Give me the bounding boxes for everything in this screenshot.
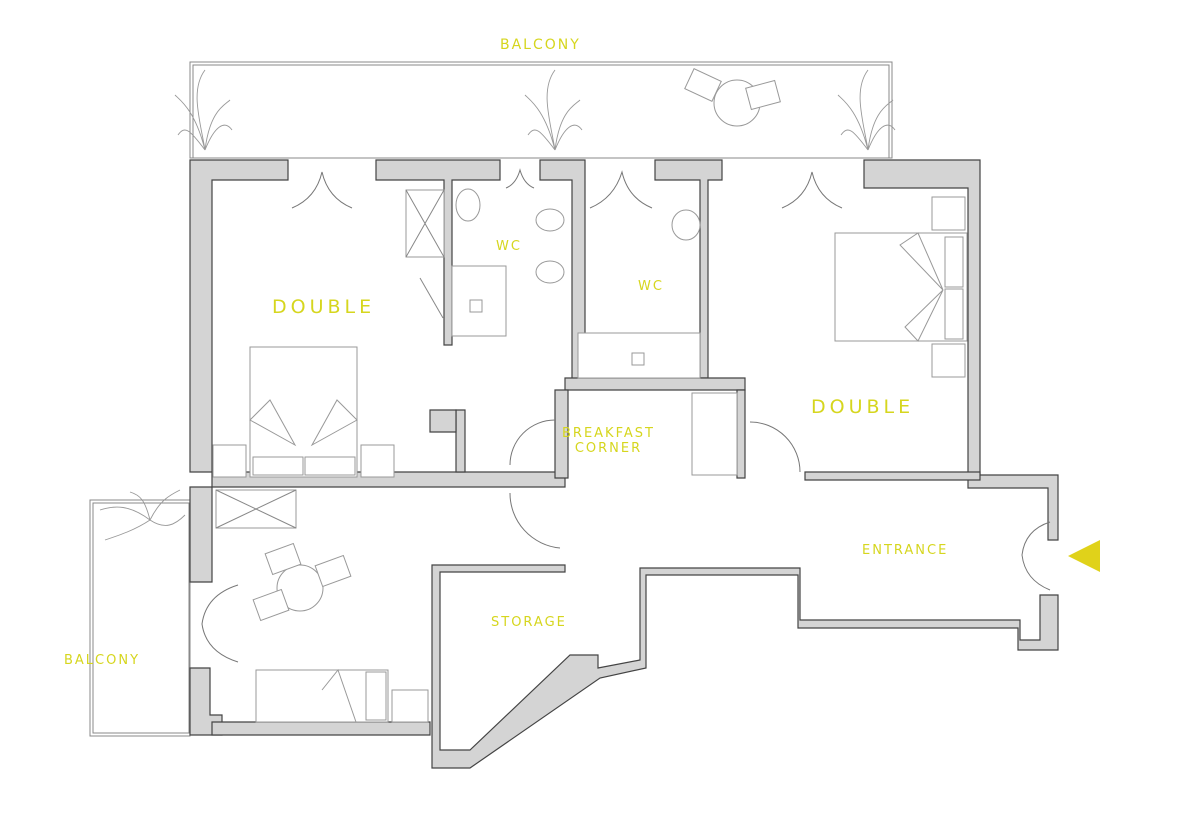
bed-icon <box>834 196 968 378</box>
balcony-top-outline <box>189 61 893 159</box>
room-label-entrance: ENTRANCE <box>862 543 949 558</box>
room-label-wc-left: WC <box>496 239 522 254</box>
room-label-breakfast-corner: BREAKFAST CORNER <box>562 426 655 456</box>
entrance-door <box>1021 521 1051 591</box>
room-label-balcony-top: BALCONY <box>500 37 581 53</box>
room-label-storage: STORAGE <box>491 615 567 630</box>
plant-icon <box>524 69 583 151</box>
plant-icon <box>837 69 896 151</box>
bed-icon <box>212 346 395 478</box>
room-label-double-right: DOUBLE <box>811 396 915 418</box>
room-label-balcony-left: BALCONY <box>64 653 141 668</box>
table-chairs-icon <box>252 68 781 622</box>
plant-icon <box>99 489 186 541</box>
plant-icon <box>174 69 233 151</box>
balcony-left-outline <box>89 499 191 737</box>
shower-icon <box>405 189 507 337</box>
entrance-arrow-icon <box>1068 540 1100 572</box>
bed-icon <box>215 489 429 723</box>
sink-icon <box>455 188 738 476</box>
room-label-wc-right: WC <box>638 279 664 294</box>
doors <box>201 168 1051 663</box>
room-label-double-left: DOUBLE <box>272 296 376 318</box>
toilet-icon <box>535 208 565 284</box>
